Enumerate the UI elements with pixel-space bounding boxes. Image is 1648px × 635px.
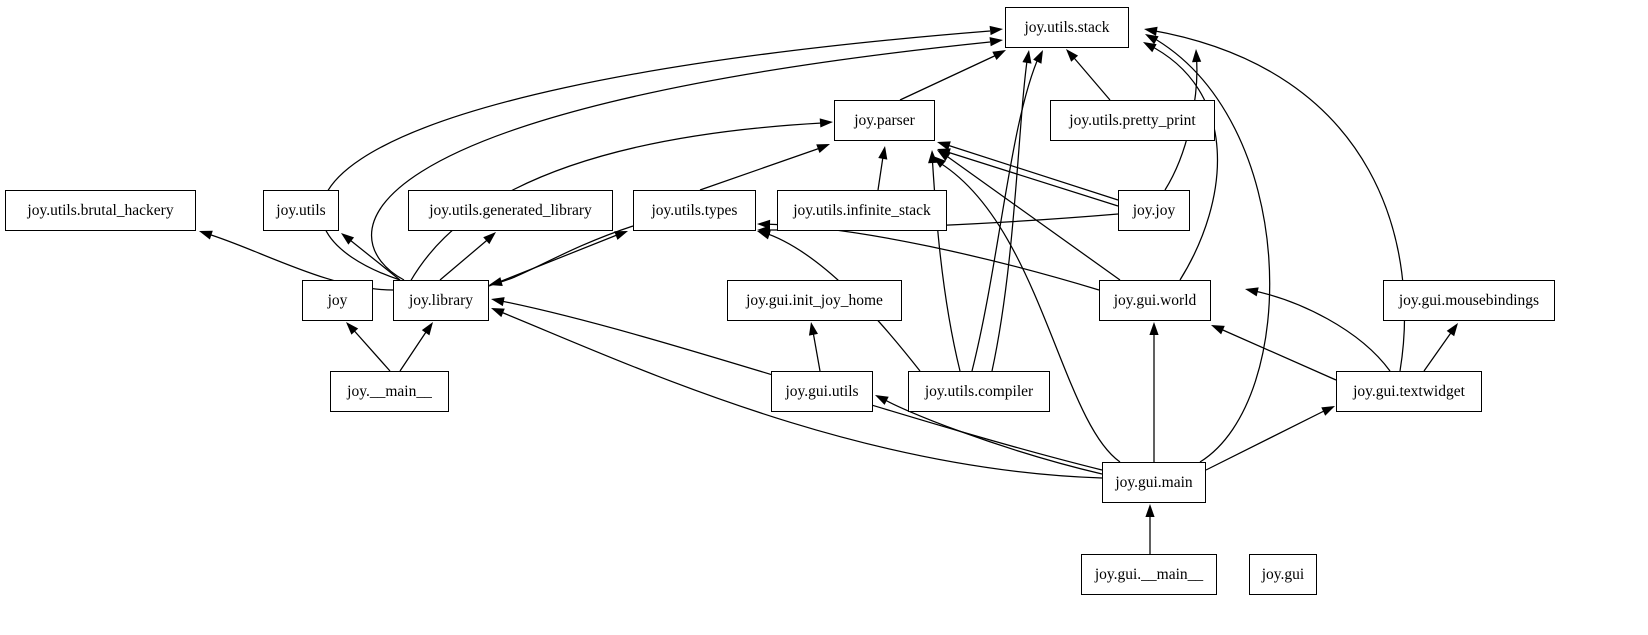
graph-node-label: joy.parser xyxy=(854,111,915,129)
edge xyxy=(877,146,888,191)
graph-node-label: joy.gui.textwidget xyxy=(1353,382,1465,400)
edge xyxy=(399,322,433,372)
edge xyxy=(1145,504,1155,554)
graph-node-joy-gui[interactable]: joy.gui xyxy=(1249,554,1317,595)
graph-node-joy-gui-mousebindings[interactable]: joy.gui.mousebindings xyxy=(1383,280,1555,321)
edge xyxy=(1245,287,1391,372)
graph-node-label: joy.gui xyxy=(1261,565,1305,583)
graph-node-label: joy.gui.world xyxy=(1113,291,1197,309)
edge xyxy=(488,231,628,287)
edge xyxy=(346,322,391,372)
graph-node-joy-library[interactable]: joy.library xyxy=(393,280,489,321)
edge xyxy=(937,148,1119,207)
graph-node-label: joy.gui.init_joy_home xyxy=(746,291,883,309)
graph-node-label: joy.gui.utils xyxy=(785,382,859,400)
edge xyxy=(699,144,830,191)
graph-node-label: joy.utils xyxy=(276,201,326,219)
edge xyxy=(409,118,833,283)
graph-node-label: joy.gui.__main__ xyxy=(1094,565,1204,583)
edge xyxy=(1205,406,1335,471)
edge xyxy=(1423,323,1458,372)
graph-node-joy-utils-infinite-stack[interactable]: joy.utils.infinite_stack xyxy=(777,190,947,231)
graph-node-label: joy xyxy=(327,291,348,309)
edge xyxy=(371,37,1003,281)
graph-node-joy-gui-main[interactable]: joy.gui.main xyxy=(1102,462,1206,503)
edge xyxy=(937,141,1119,201)
graph-node-joy-gui-main[interactable]: joy.gui.__main__ xyxy=(1081,554,1217,595)
edge xyxy=(991,50,1032,372)
graph-node-label: joy.utils.pretty_print xyxy=(1069,111,1196,129)
graph-node-joy-gui-textwidget[interactable]: joy.gui.textwidget xyxy=(1336,371,1482,412)
graph-node-label: joy.joy xyxy=(1132,201,1176,219)
graph-node-joy[interactable]: joy xyxy=(302,280,373,321)
edge xyxy=(320,25,1003,281)
graph-node-joy-utils-compiler[interactable]: joy.utils.compiler xyxy=(908,371,1050,412)
edge xyxy=(489,225,634,287)
graph-node-label: joy.utils.compiler xyxy=(924,382,1034,400)
graph-node-joy-utils-stack[interactable]: joy.utils.stack xyxy=(1005,7,1129,48)
edge xyxy=(491,308,1103,479)
graph-node-label: joy.library xyxy=(409,291,473,309)
edge xyxy=(899,50,1006,101)
edge xyxy=(933,156,1121,463)
edge xyxy=(937,150,1121,281)
graph-node-joy-utils-pretty-print[interactable]: joy.utils.pretty_print xyxy=(1050,100,1215,141)
edge xyxy=(1149,322,1159,462)
graph-node-label: joy.utils.types xyxy=(651,201,738,219)
graph-node-label: joy.utils.stack xyxy=(1024,18,1110,36)
edge xyxy=(1211,325,1337,381)
edge xyxy=(1066,49,1111,101)
graph-node-joy-gui-world[interactable]: joy.gui.world xyxy=(1099,280,1211,321)
graph-node-joy-gui-utils[interactable]: joy.gui.utils xyxy=(771,371,873,412)
graph-node-label: joy.utils.infinite_stack xyxy=(793,201,931,219)
graph-node-label: joy.gui.main xyxy=(1115,473,1193,491)
edge xyxy=(1143,42,1219,281)
edge xyxy=(341,233,401,281)
graph-node-label: joy.utils.generated_library xyxy=(429,201,592,219)
edge xyxy=(971,50,1043,372)
graph-node-joy-utils-types[interactable]: joy.utils.types xyxy=(633,190,756,231)
edge xyxy=(928,150,961,372)
graph-node-label: joy.utils.brutal_hackery xyxy=(27,201,174,219)
edge xyxy=(439,232,496,281)
graph-node-label: joy.__main__ xyxy=(347,382,432,400)
graph-node-joy-gui-init-joy-home[interactable]: joy.gui.init_joy_home xyxy=(727,280,902,321)
edge xyxy=(808,322,821,372)
graph-node-joy-utils-brutal-hackery[interactable]: joy.utils.brutal_hackery xyxy=(5,190,196,231)
graph-node-joy-utils[interactable]: joy.utils xyxy=(263,190,339,231)
edge xyxy=(1145,34,1271,463)
graph-node-joy-parser[interactable]: joy.parser xyxy=(834,100,935,141)
graph-node-joy-utils-generated-library[interactable]: joy.utils.generated_library xyxy=(408,190,613,231)
graph-node-label: joy.gui.mousebindings xyxy=(1398,291,1540,309)
graph-node-joy-main[interactable]: joy.__main__ xyxy=(330,371,449,412)
graph-node-joy-joy[interactable]: joy.joy xyxy=(1118,190,1190,231)
